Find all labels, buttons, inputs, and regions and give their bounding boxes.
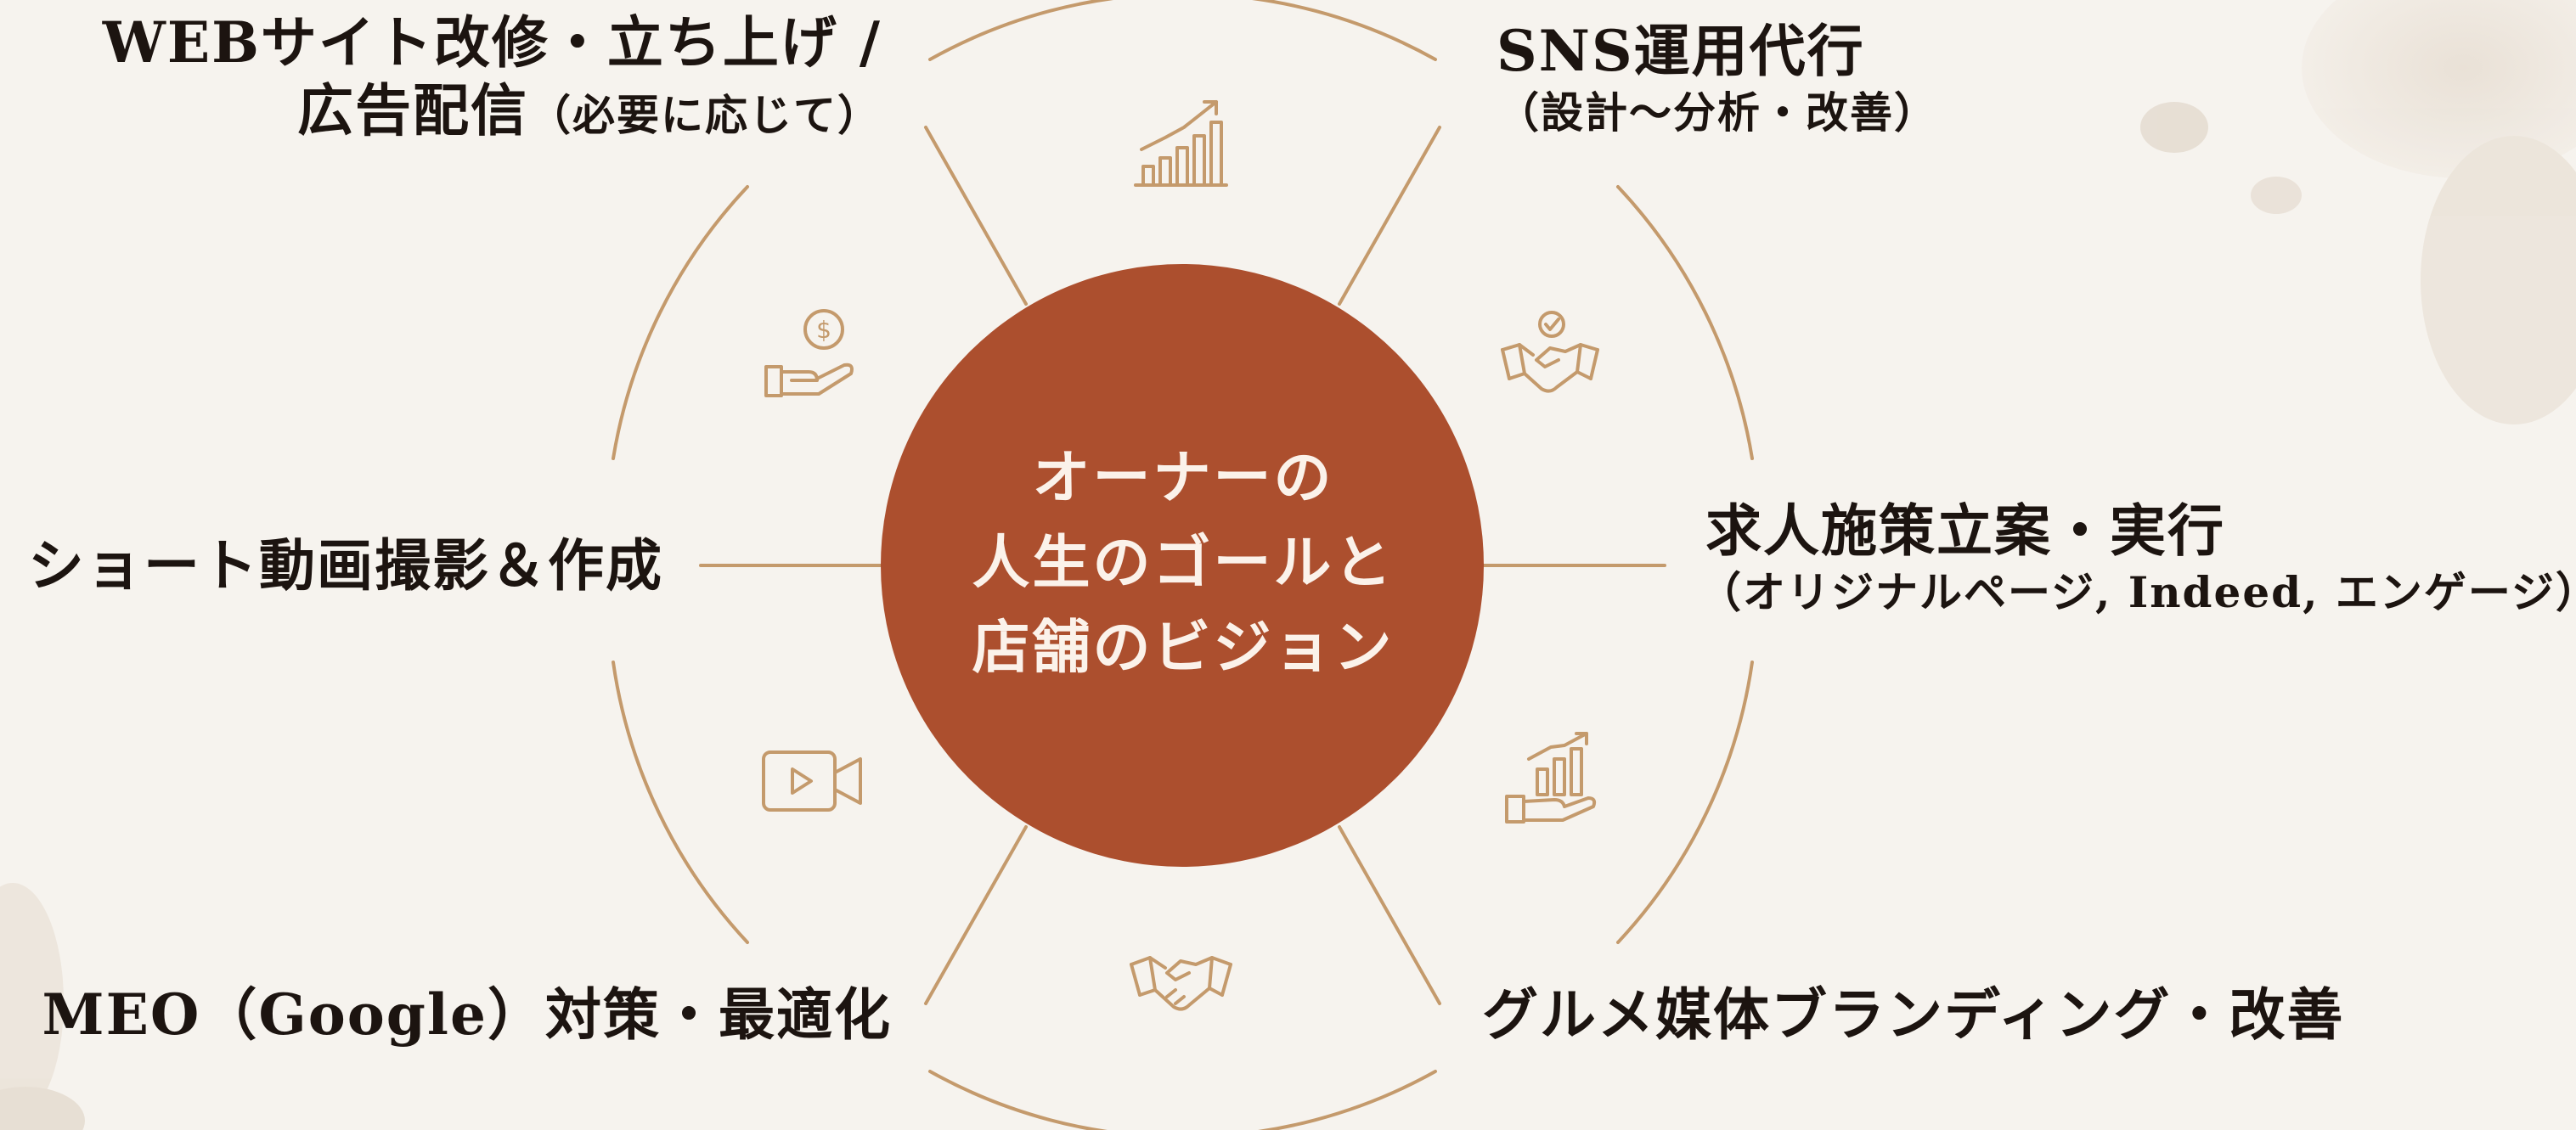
service-recruit-title: 求人施策立案・実行 bbox=[1705, 498, 2225, 564]
svg-text:$: $ bbox=[816, 316, 831, 344]
center-line-1: オーナーの bbox=[1032, 444, 1334, 512]
service-recruit-note: （オリジナルページ, Indeed, エンゲージ） bbox=[1699, 567, 2576, 617]
service-gourmet-title: グルメ媒体ブランディング・改善 bbox=[1482, 981, 2345, 1048]
service-meo: MEO（Google）対策・最適化 bbox=[42, 981, 892, 1048]
outer-ring bbox=[612, 0, 1754, 1130]
service-video: ショート動画撮影＆作成 bbox=[28, 531, 663, 599]
service-sns-title: SNS運用代行 bbox=[1497, 18, 1865, 84]
center-line-3: 店舗のビジョン bbox=[972, 614, 1395, 682]
handshake-icon bbox=[1128, 942, 1234, 1027]
service-web: WEBサイト改修・立ち上げ / 広告配信（必要に応じて） bbox=[103, 8, 882, 149]
service-recruit: 求人施策立案・実行 （オリジナルページ, Indeed, エンゲージ） bbox=[1699, 497, 2576, 621]
video-camera-icon bbox=[760, 747, 866, 815]
center-line-2: 人生のゴールと bbox=[972, 529, 1395, 597]
handshake-check-icon bbox=[1499, 307, 1601, 405]
service-meo-title: MEO（Google）対策・最適化 bbox=[42, 981, 892, 1048]
center-circle bbox=[881, 264, 1484, 867]
spokes bbox=[699, 126, 1666, 1005]
service-web-line1: WEBサイト改修・立ち上げ / bbox=[102, 9, 882, 76]
service-web-line2: 広告配信 bbox=[297, 77, 528, 143]
center-title: オーナーの 人生のゴールと 店舗のビジョン bbox=[884, 436, 1482, 690]
service-sns: SNS運用代行 （設計〜分析・改善） bbox=[1497, 17, 1938, 141]
service-video-title: ショート動画撮影＆作成 bbox=[28, 532, 663, 599]
service-sns-note: （設計〜分析・改善） bbox=[1497, 87, 1938, 138]
service-web-note: （必要に応じて） bbox=[528, 90, 882, 140]
service-gourmet: グルメ媒体ブランディング・改善 bbox=[1482, 981, 2344, 1048]
chart-hand-icon bbox=[1503, 728, 1601, 826]
money-hand-icon: $ bbox=[763, 306, 860, 403]
growth-chart-icon bbox=[1131, 93, 1233, 191]
